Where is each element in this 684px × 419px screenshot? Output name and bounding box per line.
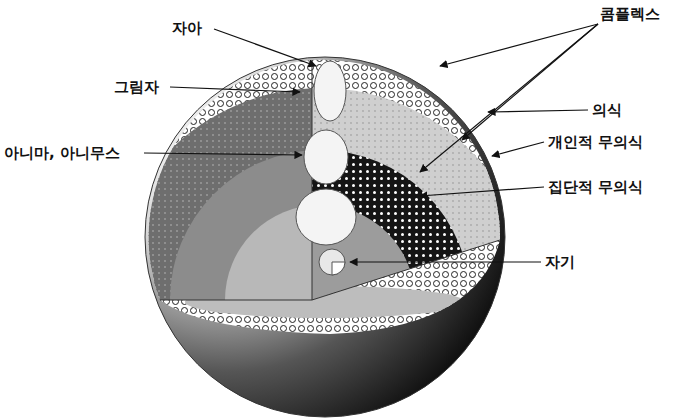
cut-edges [160,60,500,300]
ego-oval [314,61,346,121]
shadow-oval [304,130,348,184]
part-label: 의식 [592,100,622,120]
bottom-cut-face [150,230,510,340]
leader-lines [144,24,598,262]
part-label: 자아 [172,18,202,38]
self-circle-face [332,262,345,275]
self-circle [319,249,345,275]
part-label: 콤플렉스 [600,4,660,24]
left-cut-face [75,55,565,419]
part-label: 집단적 무의식 [548,177,643,197]
anima-oval [296,189,356,245]
part-label: 아니마, 아니무스 [4,143,120,163]
part-label: 그림자 [114,77,159,97]
right-cut-face [75,55,565,419]
part-label: 자기 [545,252,575,272]
part-label: 개인적 무의식 [548,132,643,152]
